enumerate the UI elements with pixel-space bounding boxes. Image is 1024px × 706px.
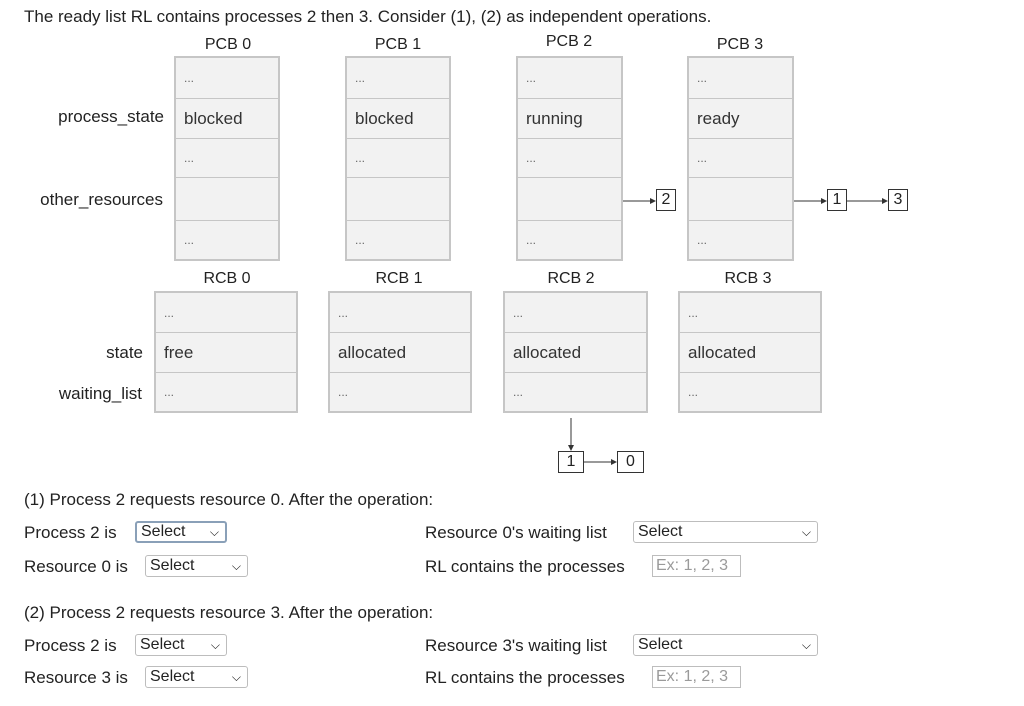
pcb3-block: ... ready ... ... bbox=[687, 56, 794, 261]
pcb3-resource-node-2: 3 bbox=[888, 189, 908, 211]
q2-process-label: Process 2 is bbox=[24, 636, 117, 655]
q1-resource-state-value: Select bbox=[150, 557, 195, 574]
rcb3-block: ... allocated ... bbox=[678, 291, 822, 413]
question-2-title: (2) Process 2 requests resource 3. After… bbox=[24, 603, 434, 622]
intro-text: The ready list RL contains processes 2 t… bbox=[24, 7, 712, 26]
rcb0-state: free bbox=[156, 333, 296, 373]
rcb3-title: RCB 3 bbox=[724, 270, 772, 287]
pcb0-block: ... blocked ... ... bbox=[174, 56, 280, 261]
rcb1-block: ... allocated ... bbox=[328, 291, 472, 413]
q1-process-label: Process 2 is bbox=[24, 523, 117, 542]
rcb0-waiting-list: ... bbox=[164, 385, 175, 399]
pcb2-top-dots: ... bbox=[518, 58, 621, 99]
rcb2-waiting-list: ... bbox=[513, 385, 524, 399]
pcb2-bottom-dots: ... bbox=[526, 233, 537, 247]
pcb3-bottom-dots: ... bbox=[697, 233, 708, 247]
q2-waiting-list-select[interactable]: Select ⌵ bbox=[633, 634, 818, 656]
pcb0-bottom-dots: ... bbox=[184, 233, 195, 247]
pcb0-mid-dots: ... bbox=[176, 139, 278, 178]
q1-waiting-list-select[interactable]: Select ⌵ bbox=[633, 521, 818, 543]
rcb2-top-dots: ... bbox=[505, 293, 646, 333]
rcb2-waiting-node-2: 0 bbox=[617, 451, 644, 473]
chevron-down-icon: ⌵ bbox=[231, 558, 241, 573]
q1-resource-state-select[interactable]: Select ⌵ bbox=[145, 555, 248, 577]
rcb0-title: RCB 0 bbox=[203, 270, 251, 287]
pcb2-title: PCB 2 bbox=[545, 33, 593, 50]
q1-rl-label: RL contains the processes bbox=[425, 557, 625, 576]
pcb0-top-dots: ... bbox=[176, 58, 278, 99]
rcb3-state: allocated bbox=[680, 333, 820, 373]
pcb2-mid-dots: ... bbox=[518, 139, 621, 178]
rcb2-waiting-node-1: 1 bbox=[558, 451, 584, 473]
pcb1-top-dots: ... bbox=[347, 58, 449, 99]
process-state-label: process_state bbox=[58, 107, 164, 126]
pcb3-top-dots: ... bbox=[689, 58, 792, 99]
rcb3-waiting-list: ... bbox=[688, 385, 699, 399]
rcb1-waiting-list: ... bbox=[338, 385, 349, 399]
pcb1-other-resources bbox=[347, 178, 449, 221]
q1-process-state-value: Select bbox=[141, 523, 186, 540]
pcb1-state: blocked bbox=[347, 99, 449, 139]
pcb1-title: PCB 1 bbox=[374, 36, 422, 53]
pcb3-state: ready bbox=[689, 99, 792, 139]
rcb3-top-dots: ... bbox=[680, 293, 820, 333]
pcb2-other-resources bbox=[518, 178, 621, 221]
q2-resource-state-value: Select bbox=[150, 668, 195, 685]
pcb2-block: ... running ... ... bbox=[516, 56, 623, 261]
q2-process-state-select[interactable]: Select ⌵ bbox=[135, 634, 227, 656]
chevron-down-icon: ⌵ bbox=[209, 524, 219, 539]
other-resources-label: other_resources bbox=[40, 190, 163, 209]
pcb1-bottom-dots: ... bbox=[355, 233, 366, 247]
rcb0-top-dots: ... bbox=[156, 293, 296, 333]
q2-process-state-value: Select bbox=[140, 636, 185, 653]
pcb2-state: running bbox=[518, 99, 621, 139]
q2-waiting-list-label: Resource 3's waiting list bbox=[425, 636, 607, 655]
pcb3-title: PCB 3 bbox=[716, 36, 764, 53]
q1-resource-label: Resource 0 is bbox=[24, 557, 128, 576]
pcb0-title: PCB 0 bbox=[204, 36, 252, 53]
question-1-title: (1) Process 2 requests resource 0. After… bbox=[24, 490, 434, 509]
rcb1-title: RCB 1 bbox=[375, 270, 423, 287]
pcb1-mid-dots: ... bbox=[347, 139, 449, 178]
pcb2-resource-node: 2 bbox=[656, 189, 676, 211]
rcb-state-label: state bbox=[106, 343, 143, 362]
q2-resource-state-select[interactable]: Select ⌵ bbox=[145, 666, 248, 688]
chevron-down-icon: ⌵ bbox=[231, 669, 241, 684]
pcb1-block: ... blocked ... ... bbox=[345, 56, 451, 261]
waiting-list-label: waiting_list bbox=[58, 384, 142, 403]
chevron-down-icon: ⌵ bbox=[801, 637, 811, 652]
rcb2-title: RCB 2 bbox=[547, 270, 595, 287]
pcb3-other-resources bbox=[689, 178, 792, 221]
q2-rl-input[interactable]: Ex: 1, 2, 3 bbox=[652, 666, 741, 688]
rcb0-block: ... free ... bbox=[154, 291, 298, 413]
q1-rl-input[interactable]: Ex: 1, 2, 3 bbox=[652, 555, 741, 577]
pcb0-other-resources bbox=[176, 178, 278, 221]
q2-rl-label: RL contains the processes bbox=[425, 668, 625, 687]
rcb2-state: allocated bbox=[505, 333, 646, 373]
q2-waiting-list-value: Select bbox=[638, 636, 683, 653]
chevron-down-icon: ⌵ bbox=[801, 524, 811, 539]
rcb1-state: allocated bbox=[330, 333, 470, 373]
q1-waiting-list-label: Resource 0's waiting list bbox=[425, 523, 607, 542]
rcb1-top-dots: ... bbox=[330, 293, 470, 333]
pcb3-mid-dots: ... bbox=[689, 139, 792, 178]
pcb0-state: blocked bbox=[176, 99, 278, 139]
pcb3-resource-node-1: 1 bbox=[827, 189, 847, 211]
chevron-down-icon: ⌵ bbox=[210, 637, 220, 652]
rcb2-block: ... allocated ... bbox=[503, 291, 648, 413]
q2-resource-label: Resource 3 is bbox=[24, 668, 128, 687]
q1-process-state-select[interactable]: Select ⌵ bbox=[135, 521, 227, 543]
q1-waiting-list-value: Select bbox=[638, 523, 683, 540]
